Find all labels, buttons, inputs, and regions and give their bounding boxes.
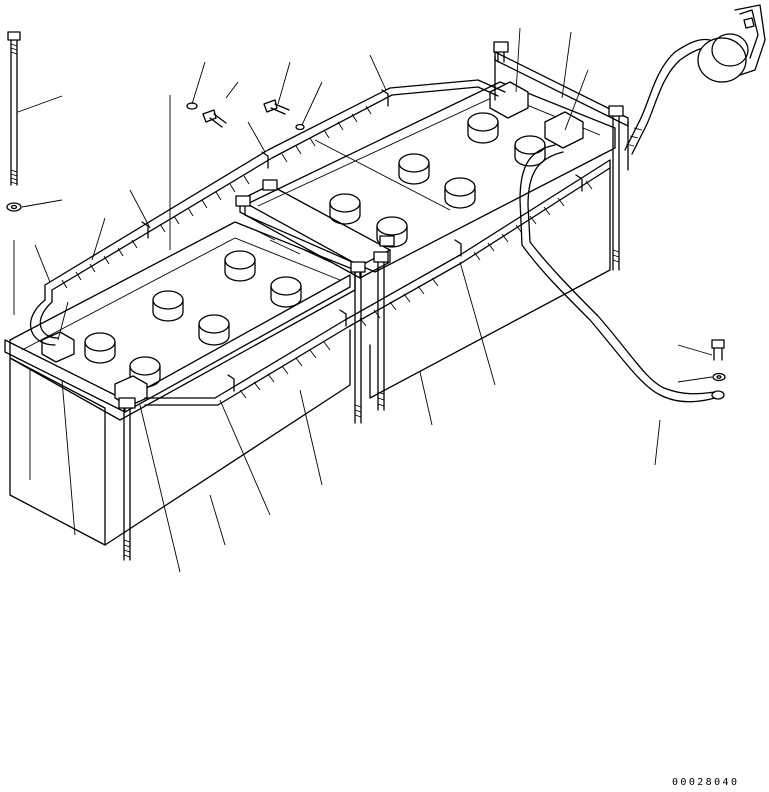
leader-lines <box>13 27 713 573</box>
washer-3 <box>712 372 726 382</box>
ring-terminal <box>711 390 725 400</box>
rear-terminal-left <box>489 81 529 119</box>
battery-rear-body <box>369 159 611 399</box>
battery-front-caps <box>84 250 302 388</box>
center-hold-down-frame <box>239 184 391 279</box>
battery-relay <box>697 4 766 83</box>
battery-front-top <box>9 221 356 421</box>
battery-rear-top <box>244 81 616 273</box>
drawing-code: 00028040 <box>672 777 740 788</box>
battery-cables <box>29 38 725 406</box>
cable-clamps <box>141 89 583 392</box>
battery-rear <box>244 51 629 399</box>
bolt-3 <box>711 339 725 349</box>
washer-2 <box>295 123 305 131</box>
battery-front-edge <box>9 357 106 546</box>
rear-terminal-right <box>544 111 584 149</box>
loose-hold-down-rod <box>10 37 18 186</box>
battery-rear-caps <box>329 112 546 248</box>
hold-down-rods <box>6 31 624 561</box>
loose-washer <box>6 202 22 212</box>
battery-front <box>4 221 356 546</box>
bolt-1 <box>202 109 217 123</box>
